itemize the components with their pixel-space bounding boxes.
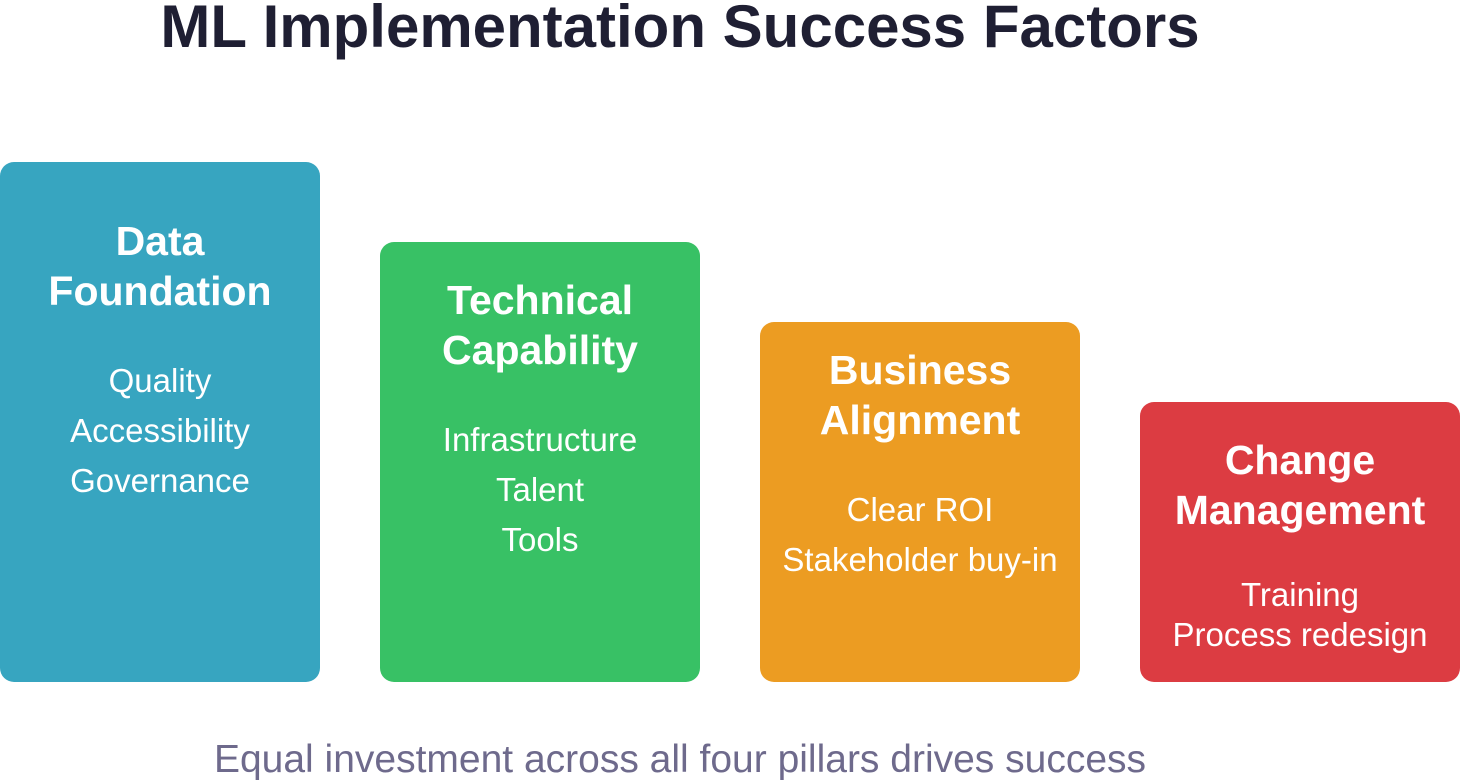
diagram-caption: Equal investment across all four pillars… — [213, 738, 1147, 781]
pillar-title: Business Alignment — [760, 345, 1080, 445]
pillar-item: Governance — [70, 462, 250, 499]
pillar-item: Quality — [108, 362, 212, 399]
pillar-item-list: Infrastructure Talent Tools — [380, 415, 700, 565]
pillar-item: Process redesign — [1172, 616, 1428, 653]
pillar-item-list: Clear ROI Stakeholder buy-in — [760, 485, 1080, 585]
pillar-technical-capability: Technical Capability Infrastructure Tale… — [380, 242, 700, 682]
pillar-item-list: Quality Accessibility Governance — [0, 356, 320, 506]
pillar-item: Clear ROI — [846, 491, 994, 528]
pillar-item: Tools — [501, 521, 579, 558]
pillar-title-line: Management — [1174, 487, 1426, 533]
pillar-business-alignment: Business Alignment Clear ROI Stakeholder… — [760, 322, 1080, 682]
pillar-title: Change Management — [1140, 435, 1460, 535]
pillar-item-list: Training Process redesign — [1140, 575, 1460, 655]
pillar-title-line: Capability — [442, 327, 638, 373]
pillar-data-foundation: Data Foundation Quality Accessibility Go… — [0, 162, 320, 682]
pillar-title-line: Foundation — [48, 268, 272, 314]
pillar-item: Infrastructure — [442, 421, 638, 458]
pillar-title-line: Technical — [446, 277, 634, 323]
pillar-item: Talent — [495, 471, 585, 508]
pillar-title-line: Business — [828, 347, 1012, 393]
pillar-change-management: Change Management Training Process redes… — [1140, 402, 1460, 682]
pillar-item: Training — [1241, 576, 1359, 613]
pillar-item: Accessibility — [70, 412, 250, 449]
pillar-title: Data Foundation — [0, 216, 320, 316]
pillar-title-line: Data — [115, 218, 205, 264]
pillar-title-line: Alignment — [819, 397, 1021, 443]
diagram-title: ML Implementation Success Factors — [160, 0, 1200, 60]
pillar-title: Technical Capability — [380, 275, 700, 375]
pillar-item: Stakeholder buy-in — [782, 541, 1058, 578]
pillar-title-line: Change — [1224, 437, 1376, 483]
